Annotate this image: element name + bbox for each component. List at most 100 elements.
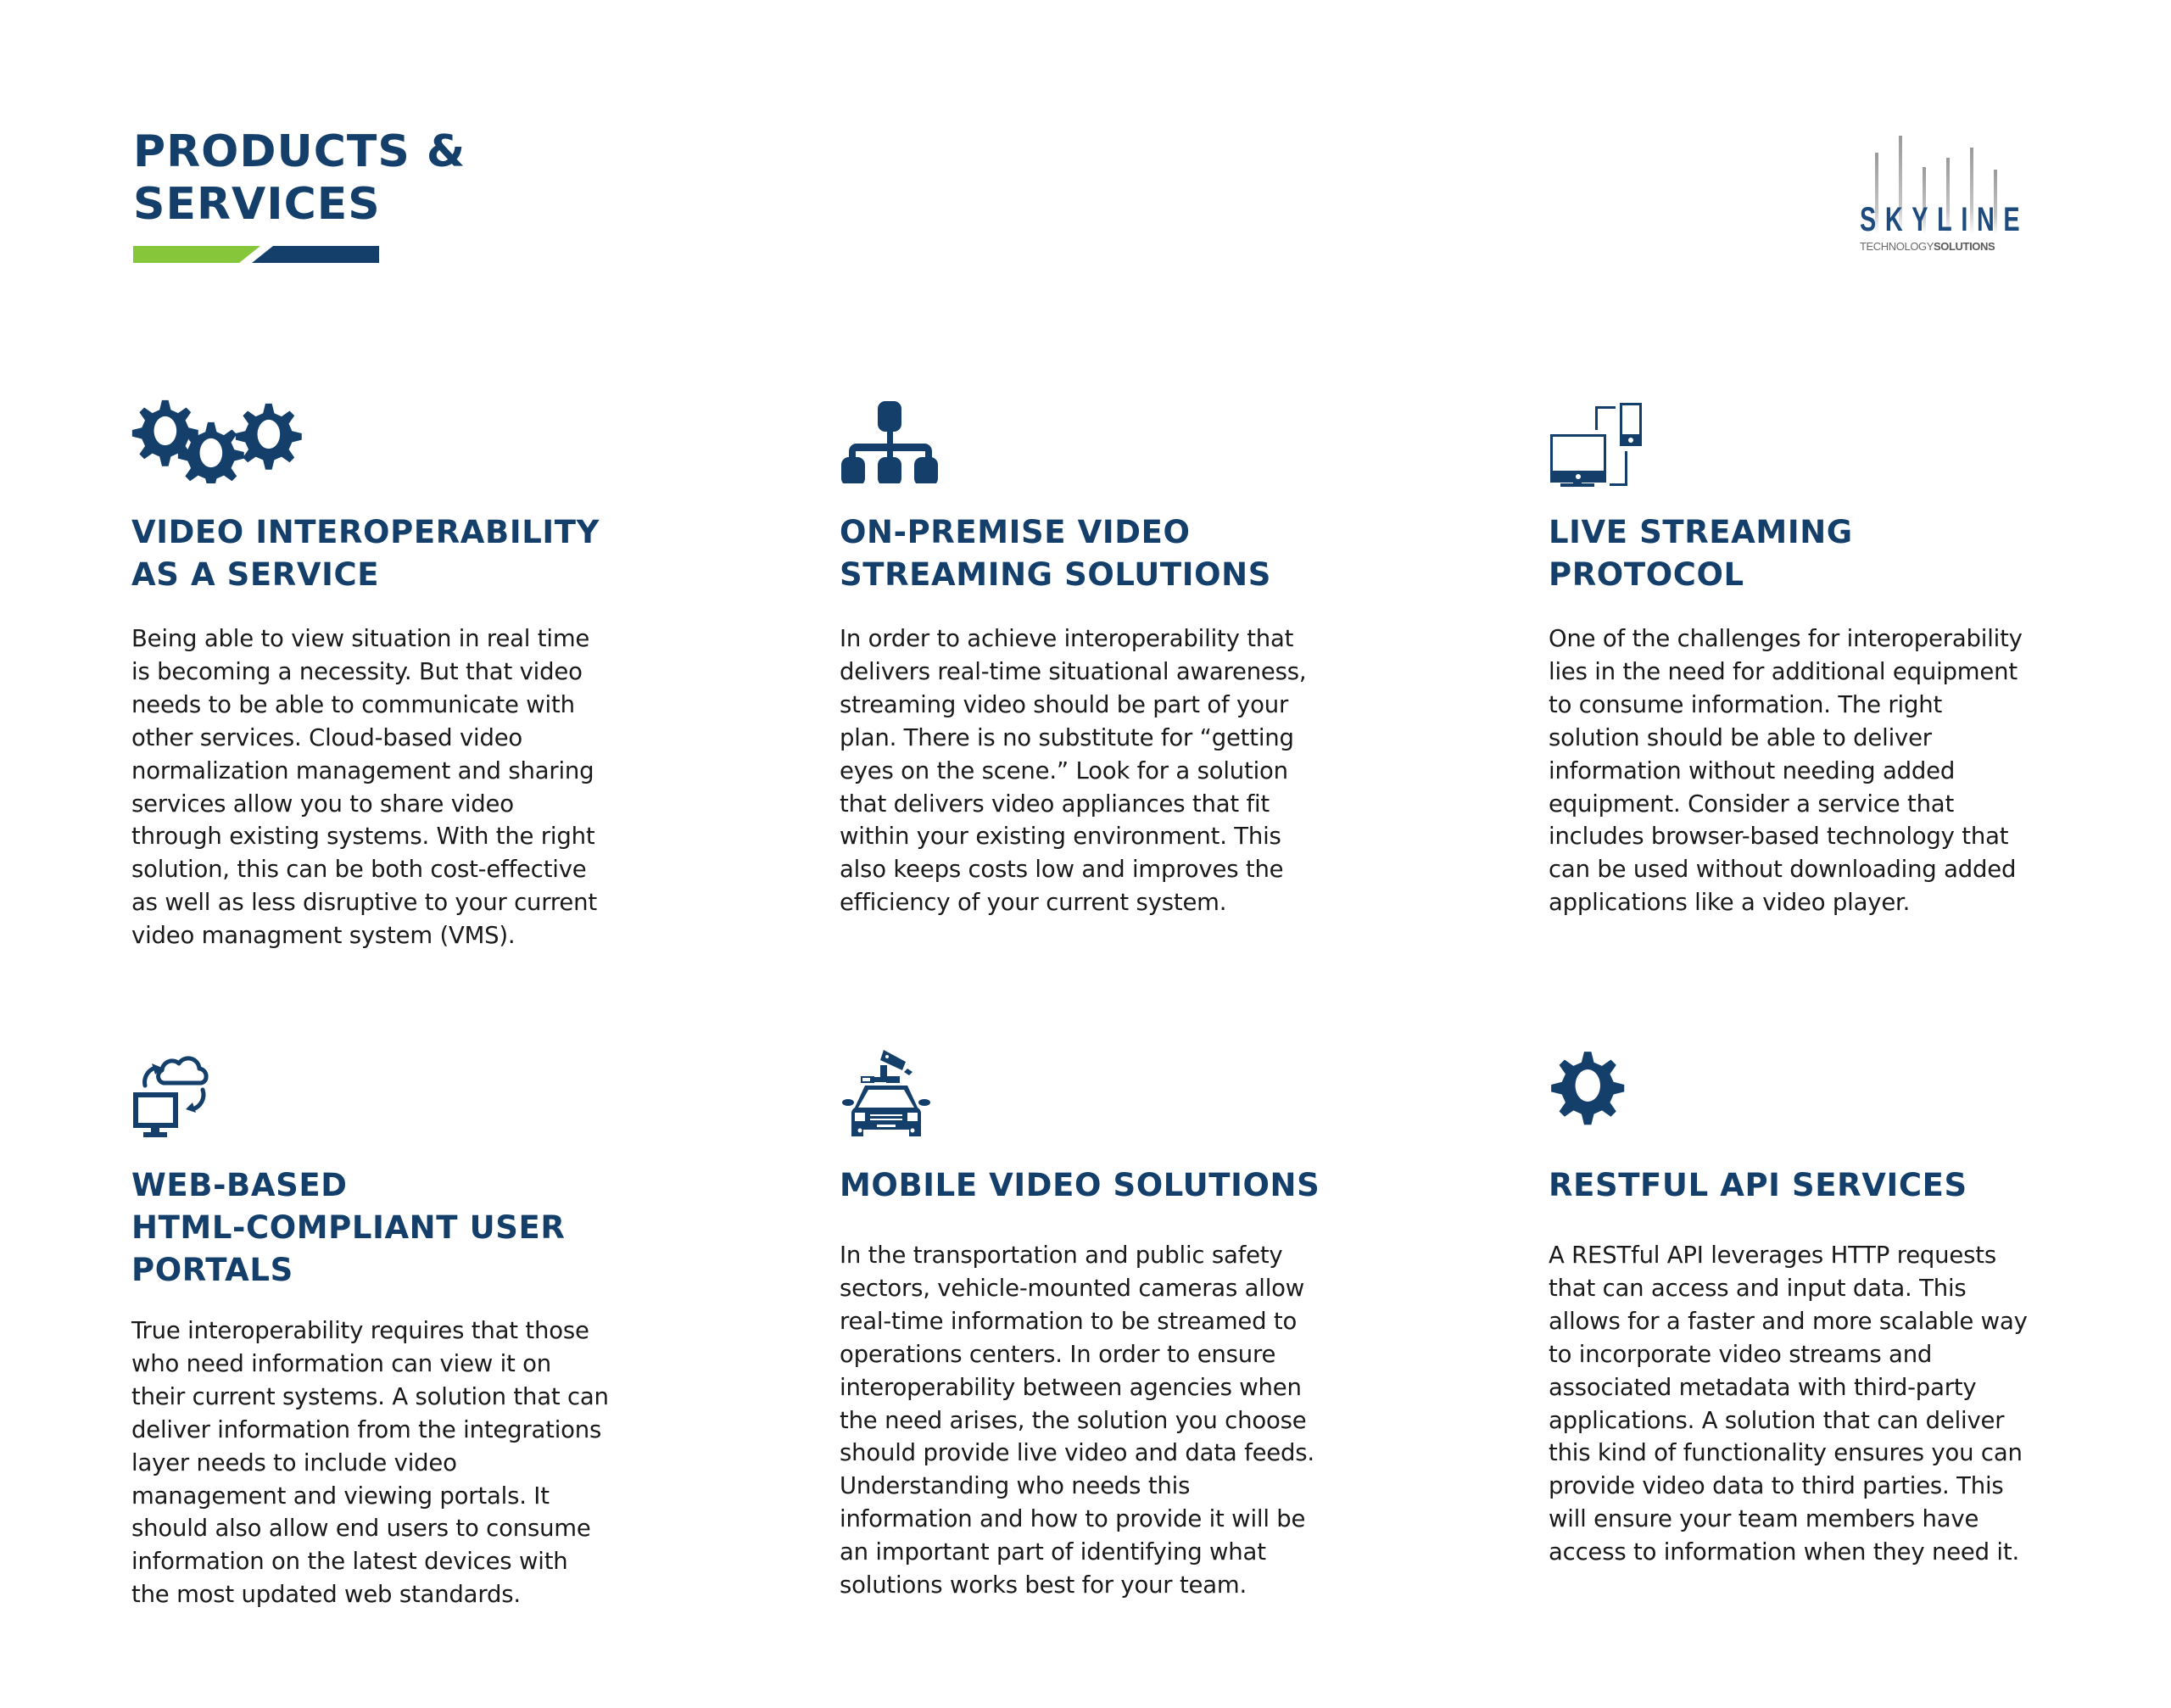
card-title: LIVE STREAMING PROTOCOL: [1549, 511, 1853, 596]
body-line: True interoperability requires that thos…: [131, 1317, 589, 1344]
body-line: an important part of identifying what: [840, 1538, 1266, 1566]
body-line: can be used without downloading added: [1549, 856, 2017, 884]
card-body: Being able to view situation in real tim…: [131, 622, 597, 952]
logo-letter: S: [1860, 201, 1877, 238]
body-line: deliver information from the integration…: [131, 1415, 602, 1443]
body-line: allows for a faster and more scalable wa…: [1549, 1307, 2028, 1335]
body-line: who need information can view it on: [131, 1349, 552, 1377]
monitor-phone-sync-icon: [1550, 403, 1642, 487]
body-line: associated metadata with third-party: [1549, 1373, 1977, 1401]
logo-letter: L: [1937, 201, 1952, 238]
logo-letter: K: [1884, 201, 1903, 238]
card-title: ON-PREMISE VIDEO STREAMING SOLUTIONS: [840, 511, 1271, 596]
body-line: their current systems. A solution that c…: [131, 1382, 609, 1410]
body-line: applications. A solution that can delive…: [1549, 1406, 2005, 1434]
body-line: layer needs to include video: [131, 1448, 457, 1476]
body-line: operations centers. In order to ensure: [840, 1340, 1276, 1368]
body-line: the most updated web standards.: [131, 1581, 521, 1609]
page-title: PRODUCTS & SERVICES: [133, 126, 466, 231]
body-line: streaming video should be part of your: [840, 690, 1289, 718]
body-line: solutions works best for your team.: [840, 1571, 1247, 1599]
body-line: will ensure your team members have: [1549, 1505, 1979, 1533]
body-line: this kind of functionality ensures you c…: [1549, 1439, 2023, 1467]
body-line: needs to be able to communicate with: [131, 690, 575, 718]
card-body: True interoperability requires that thos…: [131, 1314, 609, 1611]
body-line: sectors, vehicle-mounted cameras allow: [840, 1274, 1305, 1302]
body-line: A RESTful API leverages HTTP requests: [1549, 1242, 1996, 1269]
body-line: the need arises, the solution you choose: [840, 1406, 1307, 1434]
logo-letter: I: [1961, 201, 1968, 238]
card-body: In order to achieve interoperability tha…: [840, 622, 1307, 919]
body-line: eyes on the scene.” Look for a solution: [840, 756, 1288, 784]
body-line: video managment system (VMS).: [131, 922, 516, 950]
body-line: solution should be able to deliver: [1549, 723, 1932, 751]
card-title-line: LIVE STREAMING: [1549, 514, 1853, 550]
gear-icon: [1551, 1052, 1625, 1125]
body-line: includes browser-based technology that: [1549, 823, 2009, 851]
gears-icon: [131, 399, 302, 483]
logo-tagline-bold: SOLUTIONS: [1934, 240, 1995, 253]
card-title-line: STREAMING SOLUTIONS: [840, 556, 1271, 593]
body-line: Being able to view situation in real tim…: [131, 625, 590, 652]
body-line: normalization management and sharing: [131, 756, 594, 784]
body-line: is becoming a necessity. But that video: [131, 657, 583, 685]
body-line: information without needing added: [1549, 756, 1956, 784]
body-line: also keeps costs low and improves the: [840, 856, 1284, 884]
body-line: interoperability between agencies when: [840, 1373, 1302, 1401]
body-line: Understanding who needs this: [840, 1472, 1191, 1500]
card-title: MOBILE VIDEO SOLUTIONS: [840, 1164, 1320, 1207]
body-line: One of the challenges for interoperabili…: [1549, 625, 2023, 652]
body-line: lies in the need for additional equipmen…: [1549, 657, 2018, 685]
body-line: through existing systems. With the right: [131, 823, 595, 851]
body-line: plan. There is no substitute for “gettin…: [840, 723, 1294, 751]
card-title-line: VIDEO INTEROPERABILITY: [131, 514, 600, 550]
card-title: RESTFUL API SERVICES: [1549, 1164, 1967, 1207]
body-line: that can access and input data. This: [1549, 1274, 1967, 1302]
card-title-line: MOBILE VIDEO SOLUTIONS: [840, 1167, 1320, 1203]
network-hierarchy-icon: [841, 401, 938, 483]
cloud-monitor-sync-icon: [133, 1056, 209, 1137]
card-body: A RESTful API leverages HTTP requests th…: [1549, 1239, 2028, 1569]
card-title-line: RESTFUL API SERVICES: [1549, 1167, 1967, 1203]
body-line: other services. Cloud-based video: [131, 723, 523, 751]
body-line: information and how to provide it will b…: [840, 1505, 1306, 1533]
skyline-bars-icon: [1875, 136, 1997, 234]
page-title-line: PRODUCTS &: [133, 126, 466, 177]
card-title-line: PROTOCOL: [1549, 556, 1744, 593]
body-line: provide video data to third parties. Thi…: [1549, 1472, 2004, 1500]
body-line: efficiency of your current system.: [840, 889, 1227, 917]
body-line: within your existing environment. This: [840, 823, 1281, 851]
body-line: solution, this can be both cost-effectiv…: [131, 856, 587, 884]
card-title: VIDEO INTEROPERABILITY AS A SERVICE: [131, 511, 600, 596]
page-title-line: SERVICES: [133, 179, 381, 230]
body-line: delivers real-time situational awareness…: [840, 657, 1307, 685]
logo-wordmark: S K Y L I N E: [1860, 203, 2020, 237]
logo-tagline: TECHNOLOGYSOLUTIONS: [1860, 240, 1995, 253]
body-line: real-time information to be streamed to: [840, 1307, 1298, 1335]
body-line: equipment. Consider a service that: [1549, 790, 1955, 818]
body-line: In order to achieve interoperability tha…: [840, 625, 1294, 652]
body-line: services allow you to share video: [131, 790, 514, 818]
body-line: as well as less disruptive to your curre…: [131, 889, 597, 917]
card-title-line: WEB-BASED: [131, 1167, 348, 1203]
card-title-line: PORTALS: [131, 1252, 293, 1288]
card-title: WEB-BASED HTML-COMPLIANT USER PORTALS: [131, 1164, 565, 1292]
body-line: should provide live video and data feeds…: [840, 1439, 1314, 1467]
body-line: should also allow end users to consume: [131, 1515, 591, 1543]
body-line: In the transportation and public safety: [840, 1242, 1283, 1269]
card-body: In the transportation and public safety …: [840, 1239, 1314, 1602]
police-car-camera-icon: [842, 1050, 930, 1136]
card-title-line: ON-PREMISE VIDEO: [840, 514, 1191, 550]
logo-tagline-light: TECHNOLOGY: [1860, 240, 1934, 253]
logo-letter: E: [2003, 201, 2020, 238]
body-line: applications like a video player.: [1549, 889, 1911, 917]
card-title-line: HTML-COMPLIANT USER: [131, 1209, 566, 1246]
body-line: access to information when they need it.: [1549, 1538, 2019, 1566]
body-line: information on the latest devices with: [131, 1548, 568, 1576]
body-line: management and viewing portals. It: [131, 1482, 550, 1510]
logo-letter: N: [1976, 201, 1995, 238]
card-body: One of the challenges for interoperabili…: [1549, 622, 2023, 919]
title-accent-bar: [133, 246, 379, 263]
body-line: to consume information. The right: [1549, 690, 1943, 718]
skyline-logo: S K Y L I N E TECHNOLOGYSOLUTIONS: [1857, 127, 2044, 263]
